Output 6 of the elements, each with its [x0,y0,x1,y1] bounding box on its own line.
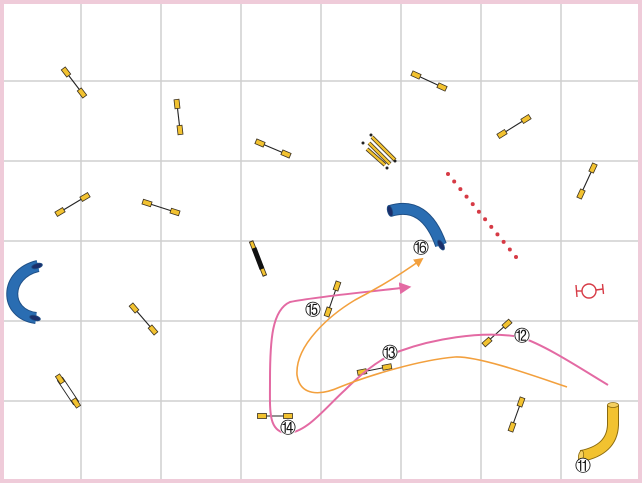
callout-number: ⑮ [305,302,321,318]
callout-number: ⑫ [514,328,530,344]
callout-number: ⑪ [575,458,591,474]
callout-number: ⑭ [280,420,296,436]
callout-number: ⑯ [413,240,429,256]
callout-number: ⑬ [382,345,398,361]
